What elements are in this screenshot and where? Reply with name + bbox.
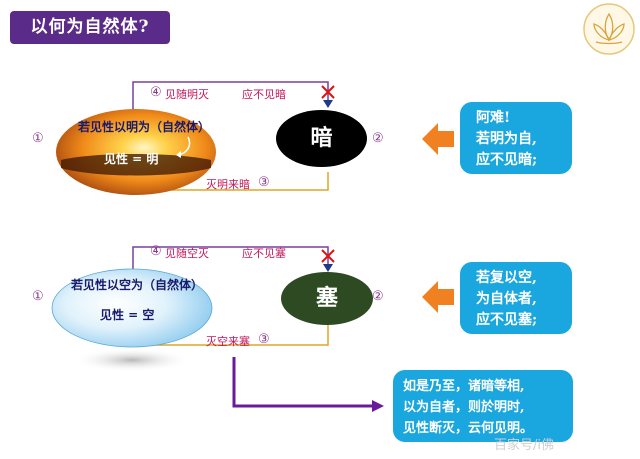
curve-arrow-icon bbox=[176, 136, 191, 158]
left-arrow-icon bbox=[422, 281, 454, 313]
bottom-num-3: ③ bbox=[258, 332, 270, 347]
blocked-circle-char: 塞 bbox=[315, 285, 338, 311]
quote-line: 为自体者, bbox=[476, 291, 537, 307]
top-note-1: 见随明灭 bbox=[165, 88, 209, 101]
watermark: 百家号/i佛 bbox=[494, 438, 554, 453]
top-num-4: ④ bbox=[150, 85, 162, 100]
ellipse-bottom-line2: 见性 = 空 bbox=[100, 308, 155, 322]
conclusion-line: 如是乃至，诸暗等相, bbox=[403, 379, 525, 394]
bottom-num-1: ① bbox=[32, 289, 44, 304]
left-arrow-icon bbox=[422, 123, 454, 155]
top-num-2: ② bbox=[372, 131, 384, 146]
ellipse-top-line1: 若见性以明为（自然体） bbox=[78, 120, 211, 134]
sky-ellipse bbox=[51, 268, 213, 372]
top-quote-box: 阿难! 若明为自, 应不见暗; bbox=[460, 102, 572, 174]
top-num-1: ① bbox=[32, 131, 44, 146]
conclusion-box: 如是乃至，诸暗等相, 以为自者，则於明时, 见性断灭，云何见明。 bbox=[393, 370, 573, 442]
conclusion-line: 见性断灭，云何见明。 bbox=[403, 421, 534, 436]
ellipse-top-line2: 见性 = 明 bbox=[104, 152, 159, 166]
top-note-2: 应不见暗 bbox=[242, 88, 286, 101]
quote-line: 阿难! bbox=[476, 110, 511, 126]
page-title: 以何为自然体? bbox=[10, 11, 170, 44]
lotus-logo bbox=[583, 3, 635, 55]
quote-line: 应不见暗; bbox=[476, 152, 538, 168]
dark-circle bbox=[276, 110, 367, 167]
quote-line: 若复以空, bbox=[476, 270, 537, 286]
bottom-bottom-note: 灭空来塞 bbox=[206, 335, 250, 348]
bottom-num-2: ② bbox=[372, 289, 384, 304]
bottom-note-2: 应不见塞 bbox=[242, 247, 286, 260]
sunset-ellipse bbox=[56, 109, 216, 195]
conclusion-line: 以为自者，则於明时, bbox=[403, 400, 525, 415]
bottom-note-1: 见随空灭 bbox=[165, 247, 209, 260]
quote-line: 应不见塞; bbox=[476, 312, 538, 328]
top-num-3: ③ bbox=[258, 175, 270, 190]
blocked-circle bbox=[281, 272, 373, 325]
quote-line: 若明为自, bbox=[476, 131, 537, 147]
top-bottom-note: 灭明来暗 bbox=[206, 178, 250, 191]
bottom-quote-box: 若复以空, 为自体者, 应不见塞; bbox=[460, 262, 572, 334]
dark-circle-char: 暗 bbox=[310, 125, 333, 151]
bottom-num-4: ④ bbox=[150, 244, 162, 259]
ellipse-bottom-line1: 若见性以空为（自然体） bbox=[71, 278, 204, 292]
